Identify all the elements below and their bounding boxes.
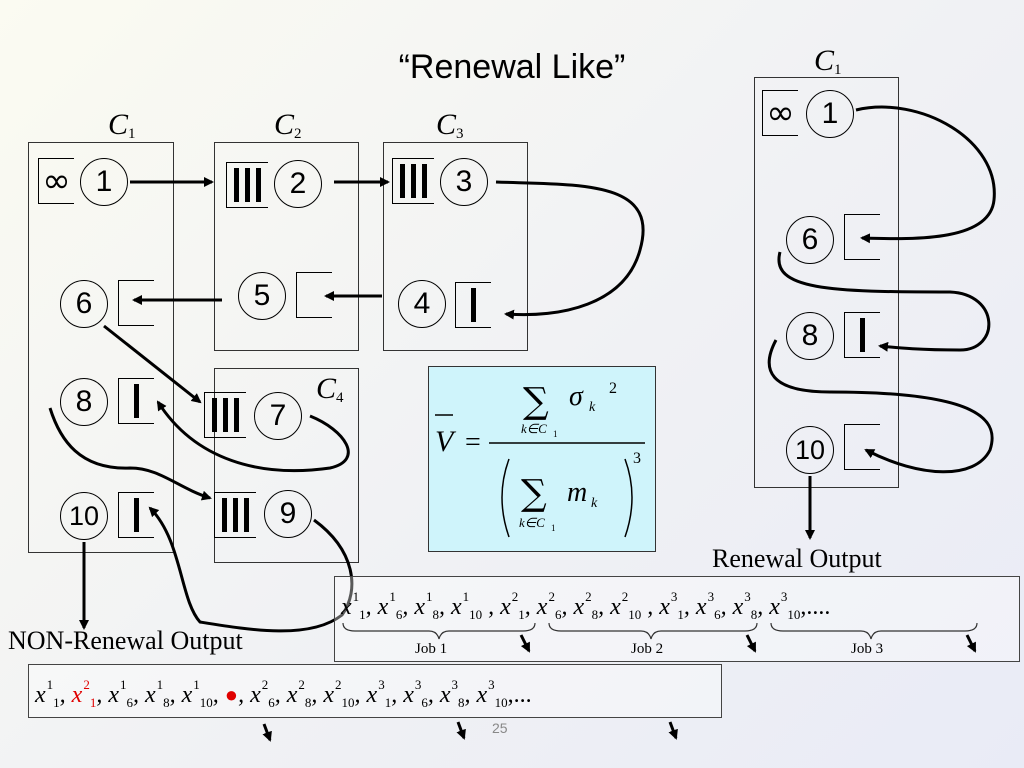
station-sub: 4: [336, 390, 344, 406]
queue-node-7: [204, 392, 246, 438]
queue-node-8: [118, 378, 154, 424]
renewal-sequence-text: x11, x16, x18, x110 , x21, x26, x28, x21…: [341, 589, 831, 622]
server-node-1: 1: [80, 158, 128, 206]
server-node-3: 3: [440, 158, 488, 206]
station-box-c1: [28, 142, 174, 553]
infinity-symbol: ∞: [766, 93, 795, 133]
formula-graphic: V = ∑ σ k 2 k∈C 1 ∑ m k k∈C 1 3: [435, 380, 645, 538]
non-renewal-output-sequence: x11, x21, x16, x18, x110, ●, x26, x28, x…: [28, 664, 722, 718]
station-sub: 3: [456, 126, 464, 142]
server-node-8: 8: [60, 378, 108, 426]
denominator-sub: k: [591, 496, 598, 511]
station-letter: C: [814, 44, 835, 77]
server-node-2: 2: [274, 160, 322, 208]
server-node-7: 7: [254, 392, 302, 440]
non-renewal-sequence-text: x11, x21, x16, x18, x110, ●, x26, x28, x…: [35, 677, 532, 710]
right-queue-node-10: [844, 424, 880, 470]
renewal-output-label: Renewal Output: [712, 544, 882, 573]
server-node-10: 10: [60, 492, 108, 540]
station-box-c2: [214, 142, 359, 351]
variance-formula: V = ∑ σ k 2 k∈C 1 ∑ m k k∈C 1 3: [428, 366, 656, 552]
station-sub: 1: [834, 62, 842, 78]
server-node-9: 9: [264, 490, 312, 538]
queue-node-3: [392, 158, 434, 204]
station-box-c4: [214, 368, 359, 563]
station-label-c3: C3: [436, 108, 464, 143]
sequence-ellipsis: ,....: [800, 594, 831, 620]
right-server-node-1: 1: [806, 90, 854, 138]
renewal-output-sequence: x11, x16, x18, x110 , x21, x26, x28, x21…: [334, 576, 1020, 662]
job-braces: [342, 622, 978, 653]
job-label-3: Job 3: [851, 641, 884, 657]
numerator-sum-index: k∈C: [521, 421, 547, 436]
denominator-sup: 3: [633, 450, 641, 467]
station-letter: C: [108, 108, 129, 141]
station-label-c2: C2: [274, 108, 302, 143]
station-label-c1: C1: [108, 108, 136, 143]
sequence-ellipsis: ,...: [507, 682, 532, 708]
station-box-right-c1: [754, 77, 899, 488]
denominator-sum-symbol: ∑: [521, 473, 547, 514]
right-server-node-6: 6: [786, 216, 834, 264]
job-label-2: Job 2: [631, 641, 664, 657]
right-server-node-8: 8: [786, 312, 834, 360]
station-letter: C: [316, 372, 337, 405]
right-queue-node-6: [844, 214, 880, 260]
queue-node-5: [296, 272, 332, 318]
denominator-m: m: [567, 477, 587, 508]
infinity-symbol: ∞: [42, 161, 71, 201]
queue-node-4: [455, 282, 491, 328]
job-label-1: Job 1: [415, 641, 448, 657]
numerator-sum-index-sub: 1: [553, 429, 558, 439]
slide-title: “Renewal Like”: [398, 48, 626, 86]
queue-node-1: ∞: [38, 158, 74, 204]
server-node-5: 5: [238, 272, 286, 320]
queue-node-6: [118, 280, 154, 326]
right-queue-node-8: [844, 312, 880, 358]
station-label-c4: C4: [316, 372, 344, 407]
queue-node-10: [118, 492, 154, 538]
denominator-sum-index-sub: 1: [551, 523, 556, 533]
queue-node-9: [214, 492, 256, 538]
non-renewal-output-label: NON-Renewal Output: [8, 626, 243, 655]
formula-equals: =: [465, 427, 481, 458]
queue-node-2: [226, 162, 268, 208]
denominator-sum-index: k∈C: [519, 515, 545, 530]
station-letter: C: [274, 108, 295, 141]
numerator-sub: k: [589, 400, 596, 415]
station-box-c3: [383, 142, 528, 351]
numerator-sup: 2: [609, 380, 617, 397]
formula-lhs: V: [435, 425, 457, 458]
server-node-6: 6: [60, 280, 108, 328]
station-label-right-c1: C1: [814, 44, 842, 79]
red-dot-marker: ●: [224, 682, 239, 707]
station-letter: C: [436, 108, 457, 141]
right-queue-node-1: ∞: [762, 90, 798, 136]
station-sub: 2: [294, 126, 302, 142]
right-server-node-10: 10: [786, 426, 834, 474]
page-number: 25: [492, 720, 508, 736]
station-sub: 1: [128, 126, 136, 142]
numerator-sum-symbol: ∑: [523, 381, 549, 422]
numerator-sigma: σ: [569, 381, 584, 412]
server-node-4: 4: [398, 280, 446, 328]
